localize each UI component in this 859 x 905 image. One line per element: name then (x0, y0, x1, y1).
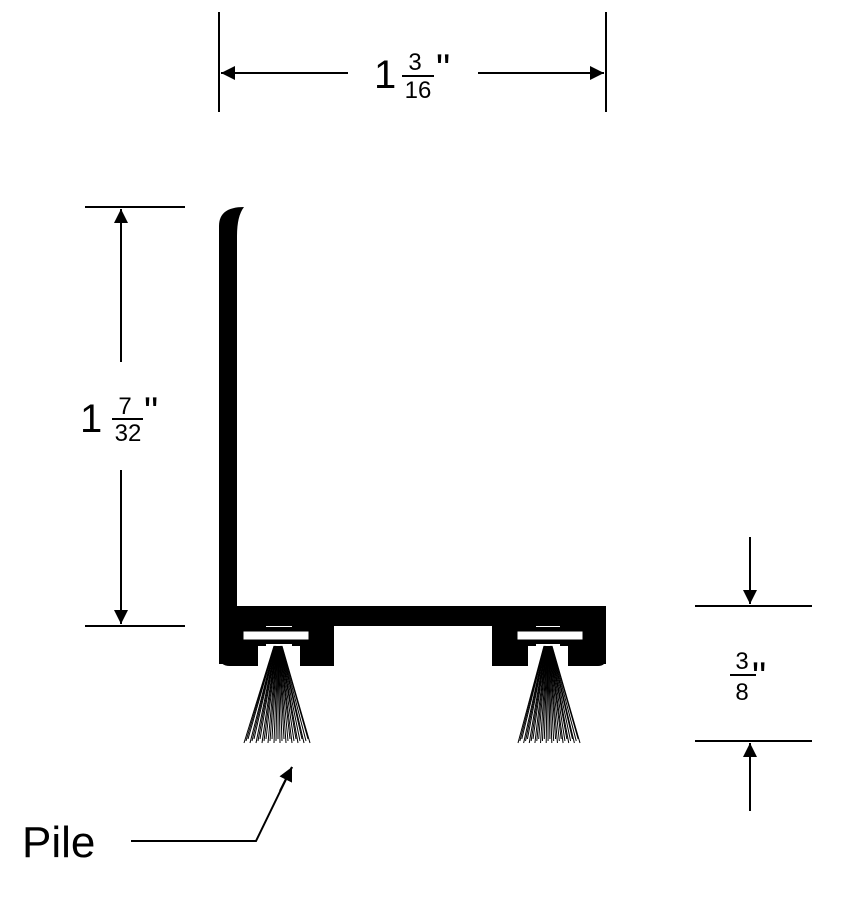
pile-bristle (550, 645, 575, 744)
pile-unit: " (752, 655, 766, 699)
height-denominator: 32 (115, 420, 142, 447)
height-unit: " (144, 390, 158, 434)
pile-bristle (279, 645, 295, 742)
pile-leader-line (131, 766, 293, 842)
pile-bristle (259, 645, 277, 740)
pile-bristle (269, 645, 278, 742)
pile-bristle (545, 645, 549, 744)
pile-bristle (271, 645, 278, 740)
width-denominator: 16 (405, 77, 432, 104)
pile-backing-left (242, 630, 310, 641)
pile-bristle (551, 645, 581, 744)
pile-bristle (549, 645, 566, 742)
pile-bristle (265, 645, 278, 740)
pile-bristle (548, 645, 560, 742)
width-dimension: 1 3 16 " (218, 12, 607, 112)
profile-vertical-leg (219, 207, 244, 664)
pile-bristle (280, 645, 305, 744)
height-numerator: 7 (118, 393, 131, 420)
pile-bristle (521, 645, 545, 740)
pile-height-dimension: 3 8 " (695, 537, 812, 811)
pile-label: Pile (22, 818, 95, 867)
pile-bristle (278, 645, 287, 744)
pile-bristle (273, 645, 279, 744)
pile-bristle (541, 645, 548, 742)
pile-bristle (280, 645, 299, 744)
pile-bristle (278, 645, 283, 742)
width-whole: 1 (374, 53, 396, 97)
pile-bristle (532, 645, 547, 740)
pile-callout: Pile (22, 766, 293, 867)
pile-bristle (267, 645, 278, 744)
pile-bristle (548, 645, 558, 744)
pile-bristle (281, 645, 307, 742)
pile-bristle (279, 645, 293, 744)
pile-bristle (550, 645, 570, 744)
pile-bristle (278, 645, 289, 742)
pile-bristle (549, 645, 564, 744)
pile-leader-arrow (279, 766, 293, 792)
pile-bristle (550, 645, 572, 742)
pile-bristle (538, 645, 548, 740)
pile-bristle (247, 645, 275, 740)
pile-denominator: 8 (735, 679, 748, 706)
height-dimension: 1 7 32 " (80, 206, 185, 627)
width-numerator: 3 (408, 49, 421, 76)
pile-bristle (281, 645, 311, 744)
pile-bristle (543, 645, 548, 740)
pile-backing-right (516, 630, 584, 641)
pile-bristle (277, 645, 281, 744)
height-whole: 1 (80, 397, 102, 441)
pile-bristle (253, 645, 276, 740)
pile-bristle (280, 645, 301, 742)
width-unit: " (436, 47, 450, 91)
pile-bristles-right (517, 645, 581, 744)
pile-bristles-left (243, 645, 311, 744)
pile-bristle (526, 645, 546, 740)
pile-bristle (275, 645, 279, 742)
pile-numerator: 3 (735, 648, 748, 675)
pile-bristle (547, 645, 553, 744)
pile-bristle (548, 645, 555, 742)
extrusion-profile (219, 207, 606, 666)
pile-bristle (551, 645, 577, 742)
